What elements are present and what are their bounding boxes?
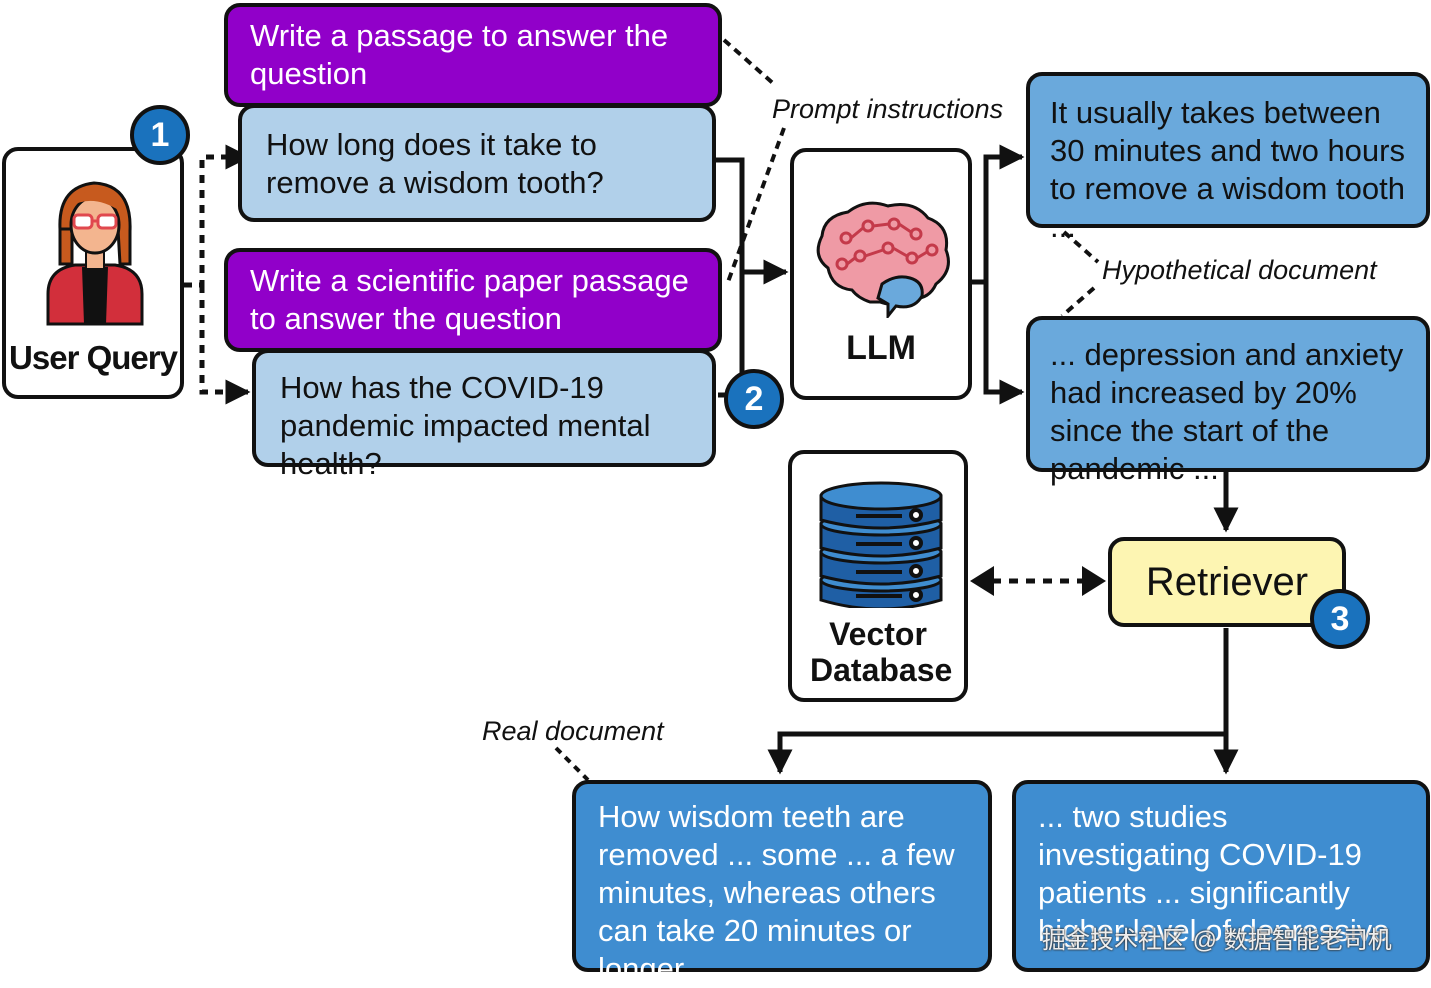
user-to-question1-line xyxy=(184,144,251,288)
database-icon xyxy=(819,481,943,608)
brain-icon xyxy=(816,201,950,318)
real-doc-text-1: How wisdom teeth are removed ... some ..… xyxy=(598,799,955,986)
retriever-to-real-docs-line xyxy=(767,628,1229,775)
prompt-instructions-pointer-2 xyxy=(726,127,786,283)
real-doc-text-2: ... two studies investigating COVID-19 p… xyxy=(1038,799,1390,948)
llm-label: LLM xyxy=(846,329,916,367)
person-icon xyxy=(46,181,144,326)
user-to-question2-line xyxy=(199,285,251,405)
user-query-label: User Query xyxy=(9,339,178,376)
instruction-text-2: Write a scientific paper passage to answ… xyxy=(250,263,689,336)
arrowhead-right xyxy=(1082,566,1106,596)
vector-database-label: Vector Database xyxy=(810,616,953,688)
question-box-1: How long does it take to remove a wisdom… xyxy=(238,104,716,222)
instruction-box-1: Write a passage to answer the question xyxy=(224,3,722,107)
arrowhead-left xyxy=(970,566,994,596)
llm-to-hypothetical1-arrow xyxy=(972,144,1025,285)
hypothetical-document-label: Hypothetical document xyxy=(1102,255,1377,285)
instruction-text-1: Write a passage to answer the question xyxy=(250,18,669,91)
step-badge-3: 3 xyxy=(1310,589,1370,649)
instruction-box-2: Write a scientific paper passage to answ… xyxy=(224,248,722,352)
step-badge-1: 1 xyxy=(130,105,190,165)
hypothetical-doc-text-1: It usually takes between 30 minutes and … xyxy=(1050,95,1405,244)
question-text-2: How has the COVID-19 pandemic impacted m… xyxy=(280,370,651,481)
step-badge-2: 2 xyxy=(724,369,784,429)
llm-to-hypothetical2-arrow xyxy=(983,282,1025,405)
user-query-box: User Query xyxy=(2,147,184,399)
question-text-1: How long does it take to remove a wisdom… xyxy=(266,127,604,200)
prompt-instructions-pointer-1 xyxy=(722,38,777,87)
hypothetical-pointer-1 xyxy=(1062,230,1100,264)
prompt-instructions-label: Prompt instructions xyxy=(772,94,1004,124)
llm-box: LLM xyxy=(790,148,972,400)
hypothetical-doc-1: It usually takes between 30 minutes and … xyxy=(1026,72,1430,244)
watermark: 掘金技术社区 @ 数据智能老司机 xyxy=(1042,927,1392,954)
real-document-label: Real document xyxy=(482,716,664,746)
real-doc-2: ... two studies investigating COVID-19 p… xyxy=(1012,780,1430,972)
real-doc-1: How wisdom teeth are removed ... some ..… xyxy=(572,780,992,986)
vector-database-box: Vector Database xyxy=(788,450,968,702)
hypothetical-pointer-2 xyxy=(1060,286,1096,318)
retriever-label: Retriever xyxy=(1145,559,1309,604)
hypothetical-doc-2: ... depression and anxiety had increased… xyxy=(1026,316,1430,486)
hypothetical-doc-text-2: ... depression and anxiety had increased… xyxy=(1050,337,1404,486)
real-document-pointer xyxy=(554,746,590,782)
question-box-2: How has the COVID-19 pandemic impacted m… xyxy=(252,349,716,481)
retriever-box: Retriever xyxy=(1108,537,1346,627)
